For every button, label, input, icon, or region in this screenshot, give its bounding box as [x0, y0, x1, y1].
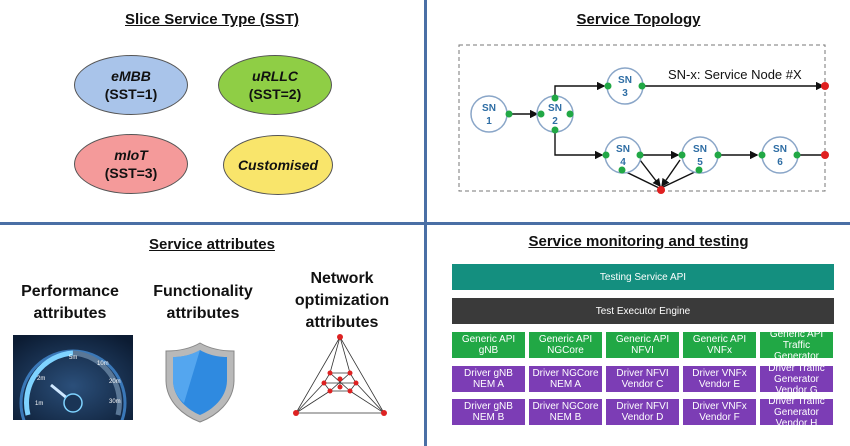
port: [551, 94, 559, 102]
node-prefix: SN: [693, 144, 707, 155]
generic-row-cell: Generic API gNB: [452, 332, 525, 358]
speedometer-icon: 1m 2m 5m 10m 20m 30m: [13, 335, 133, 420]
network-graph-icon: [293, 334, 387, 416]
generic-row-cell: Generic API Traffic Generator: [760, 329, 833, 362]
link-5-bottom-b: [661, 159, 681, 188]
port: [758, 151, 766, 159]
driver-row-a-cell: Driver Traffic Generator Vendor G: [760, 363, 833, 396]
port: [714, 151, 722, 159]
label-line: attributes: [305, 314, 379, 331]
speed-label: 30m: [109, 399, 121, 405]
endpoint: [821, 151, 829, 159]
port: [678, 151, 686, 159]
node-number: 4: [620, 157, 626, 168]
attributes-title: Service attributes: [149, 236, 275, 253]
node-prefix: SN: [548, 103, 562, 114]
horizontal-divider: [0, 222, 850, 225]
node-number: 3: [622, 88, 628, 99]
driver-row-b-cell: Driver Traffic Generator Vendor H: [760, 396, 833, 429]
shield-icon: [165, 342, 235, 423]
speed-label: 2m: [37, 376, 45, 382]
oval-value: (SST=1): [104, 86, 158, 102]
endpoint: [657, 186, 665, 194]
label-line: Functionality: [153, 283, 253, 300]
oval-name: Customised: [237, 157, 319, 173]
node-prefix: SN: [773, 144, 787, 155]
node-prefix: SN: [618, 75, 632, 86]
driver-row-a-cell: Driver NGCore NEM A: [529, 366, 602, 392]
customised-oval: Customised: [223, 135, 333, 195]
node-number: 2: [552, 116, 558, 127]
driver-row-a-cell: Driver VNFx Vendor E: [683, 366, 756, 392]
port: [618, 166, 626, 174]
speed-label: 20m: [109, 379, 121, 385]
topology-boundary: [458, 44, 826, 192]
testing-service-api-bar: Testing Service API: [452, 264, 834, 290]
miot-oval: mIoT (SST=3): [74, 134, 188, 194]
generic-row-cell: Generic API VNFx: [683, 332, 756, 358]
label-line: optimization: [294, 292, 390, 309]
performance-label: Performance attributes: [14, 281, 126, 325]
node-number: 6: [777, 157, 783, 168]
port: [604, 82, 612, 90]
sst-title: Slice Service Type (SST): [125, 11, 299, 28]
service-node-1: SN 1: [470, 95, 508, 133]
driver-row-b-cell: Driver NFVI Vendor D: [606, 399, 679, 425]
link-2-3: [554, 81, 606, 98]
port: [695, 166, 703, 174]
port: [551, 126, 559, 134]
speed-label: 1m: [35, 401, 43, 407]
service-node-6: SN 6: [761, 136, 799, 174]
oval-name: eMBB: [111, 68, 151, 84]
driver-row-a-cell: Driver gNB NEM A: [452, 366, 525, 392]
oval-name: mIoT: [114, 147, 148, 163]
label-line: Network: [310, 270, 374, 287]
port: [537, 110, 545, 118]
label-line: attributes: [166, 305, 240, 322]
embb-oval: eMBB (SST=1): [74, 55, 188, 115]
node-prefix: SN: [616, 144, 630, 155]
port: [602, 151, 610, 159]
link-2-4: [554, 130, 604, 160]
port: [505, 110, 513, 118]
endpoint: [821, 82, 829, 90]
node-number: 1: [486, 116, 492, 127]
driver-row-b-cell: Driver VNFx Vendor F: [683, 399, 756, 425]
port: [566, 110, 574, 118]
network-optimization-label: Network optimization attributes: [286, 268, 398, 334]
port: [793, 151, 801, 159]
node-prefix: SN: [482, 103, 496, 114]
monitoring-title: Service monitoring and testing: [528, 233, 749, 250]
node-number: 5: [697, 157, 703, 168]
oval-value: (SST=2): [248, 86, 302, 102]
driver-row-b-cell: Driver gNB NEM B: [452, 399, 525, 425]
link-4-bottom-b: [639, 159, 661, 188]
service-node-3: SN 3: [606, 67, 644, 105]
topology-title: Service Topology: [576, 11, 701, 28]
topology-legend: SN-x: Service Node #X: [668, 67, 802, 82]
oval-name: uRLLC: [252, 68, 298, 84]
test-executor-engine-bar: Test Executor Engine: [452, 298, 834, 324]
speed-label: 5m: [69, 355, 77, 361]
urllc-oval: uRLLC (SST=2): [218, 55, 332, 115]
generic-row-cell: Generic API NGCore: [529, 332, 602, 358]
functionality-label: Functionality attributes: [146, 281, 260, 325]
driver-row-b-cell: Driver NGCore NEM B: [529, 399, 602, 425]
driver-row-a-cell: Driver NFVI Vendor C: [606, 366, 679, 392]
speed-label: 10m: [97, 361, 109, 367]
label-line: Performance: [21, 283, 119, 300]
port: [636, 151, 644, 159]
generic-row-cell: Generic API NFVI: [606, 332, 679, 358]
oval-value: (SST=3): [104, 165, 158, 181]
port: [638, 82, 646, 90]
label-line: attributes: [33, 305, 107, 322]
